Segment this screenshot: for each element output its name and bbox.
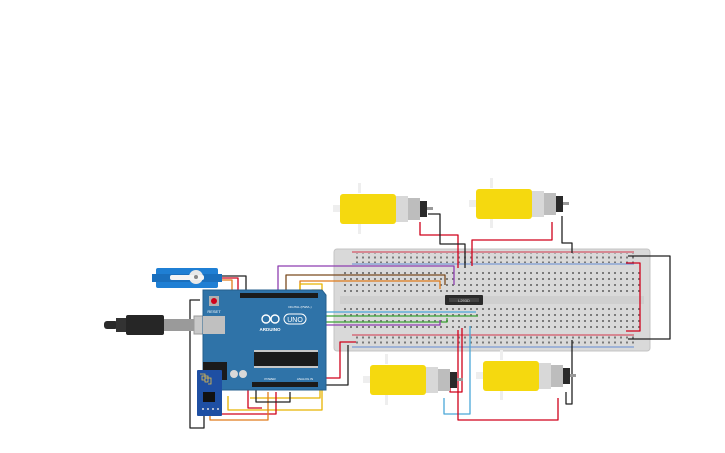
wire-red-wifi[interactable] [215,392,277,415]
esp8266-wifi-module[interactable] [197,370,222,416]
arduino-model-label: UNO [287,317,303,324]
wire-red-motor-tr[interactable] [471,222,553,266]
wire-green-signal-2[interactable] [318,318,448,323]
wire-purple-signal[interactable] [277,265,455,300]
micro-servo[interactable] [152,268,222,288]
wire-red-motor-br[interactable] [457,330,559,421]
motor-bottom-right[interactable] [476,350,576,400]
breadboard-center-channel [340,296,644,304]
motor-bottom-left[interactable] [363,354,463,405]
breadboard[interactable] [333,248,651,352]
breadboard-bottom-rail[interactable] [352,336,634,346]
breadboard-top-rail[interactable] [352,253,634,263]
wire-red-motor-tl[interactable] [419,222,459,268]
wire-purple-signal-2[interactable] [318,320,441,326]
wire-black-motor-tl[interactable] [428,213,466,268]
analog-power-header[interactable] [252,382,318,387]
usb-port[interactable] [203,316,225,334]
analog-header-label: ANALOG IN [297,377,313,381]
atmega-chip [254,352,318,366]
motor-driver-ic[interactable]: L293D [445,295,483,305]
arduino-brand-label: ARDUINO [260,327,281,332]
wire-black-motor-tr[interactable] [561,216,573,253]
wire-brown-signal[interactable] [285,274,446,300]
wire-black-arduino-gnd[interactable] [318,345,349,386]
digital-header[interactable] [240,293,318,298]
reset-label: RESET [207,309,221,314]
breadboard-upper-strip[interactable] [342,270,642,296]
wire-black-rail-loop[interactable] [628,255,671,340]
wire-red-arduino-5v[interactable] [322,341,356,379]
wire-black-motor-br[interactable] [565,340,573,405]
arduino-uno-board[interactable]: RESET ARDUINO UNO DIGITAL (PWM~) POWER A… [202,289,327,391]
wire-black-wifi-loop[interactable] [189,299,205,429]
motor-top-right[interactable] [469,178,569,228]
power-header-label: POWER [264,377,276,381]
wire-red-rail-loop[interactable] [626,262,641,332]
wire-blue-motor-bl[interactable] [443,326,471,415]
driver-ic-label: L293D [458,298,470,303]
arduino-logo-icon [261,314,271,324]
breadboard-lower-strip[interactable] [342,304,642,332]
motor-top-left[interactable] [333,183,433,234]
digital-header-label: DIGITAL (PWM~) [288,305,311,309]
wires[interactable] [189,213,671,429]
